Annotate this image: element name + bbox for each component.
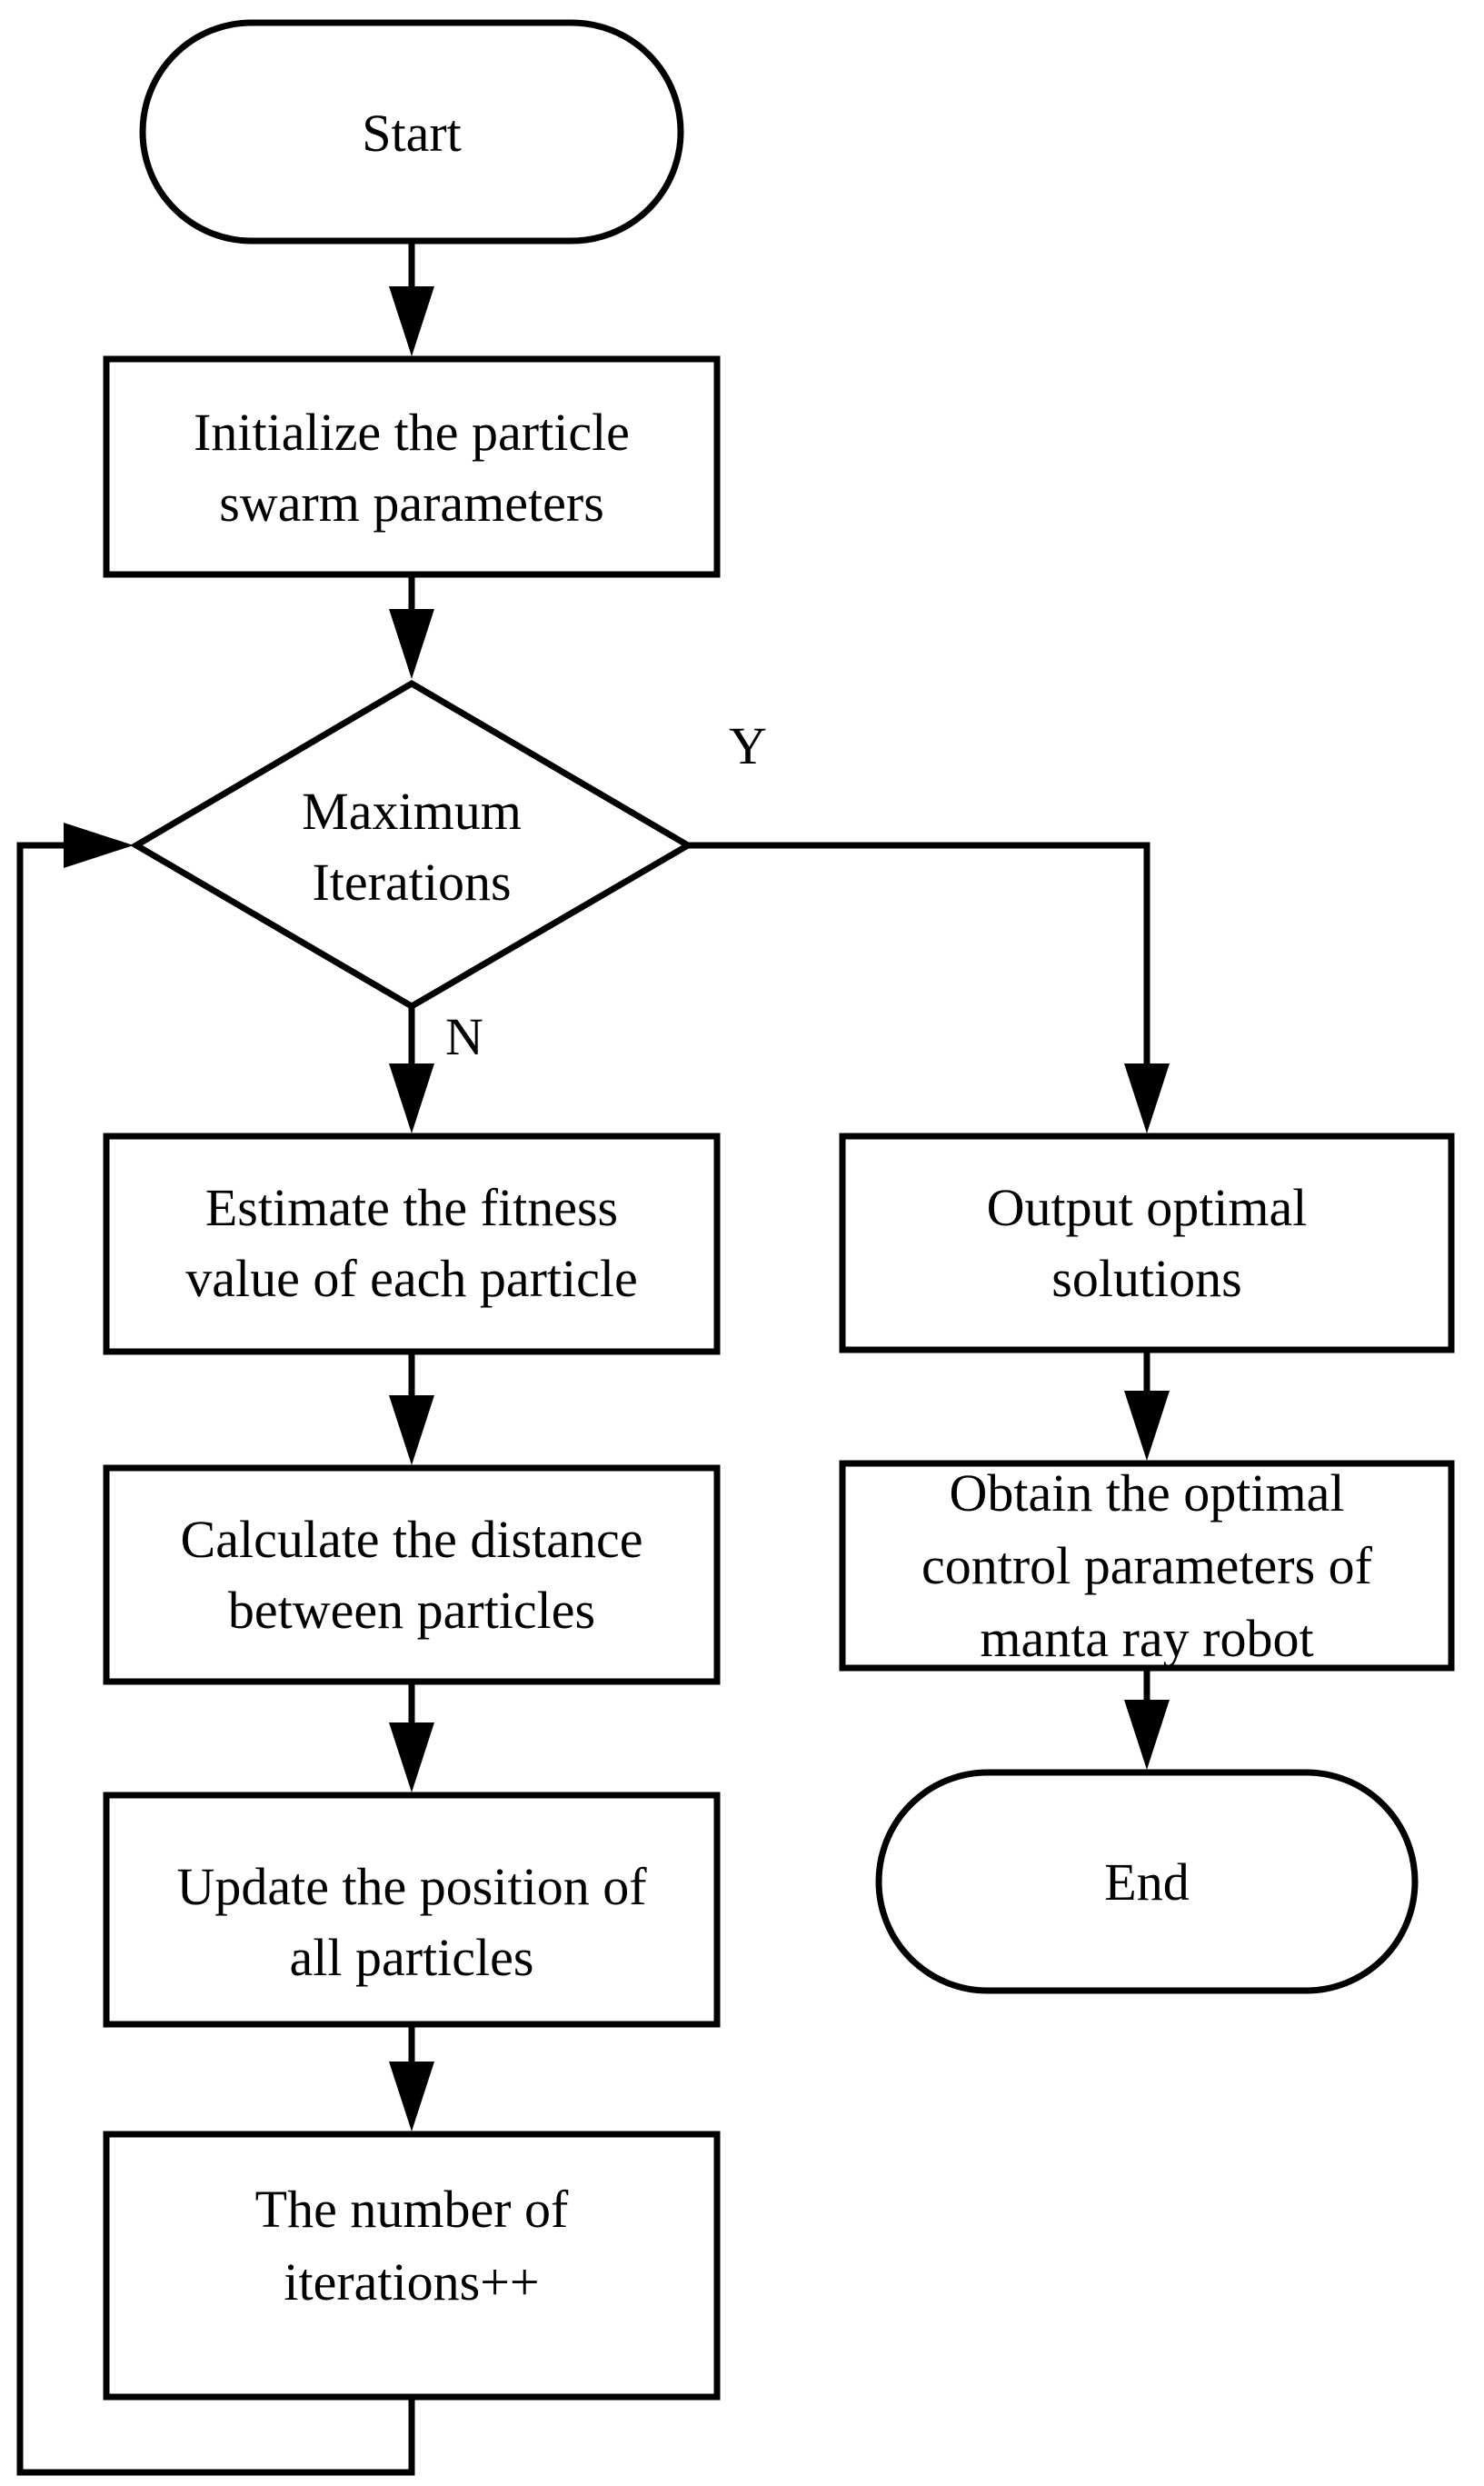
decision-diamond — [130, 679, 694, 1011]
output-label-line-2: solutions — [1051, 1249, 1242, 1308]
increment-box — [103, 2131, 721, 2401]
arrowhead-decision-top — [389, 609, 434, 679]
output-box — [839, 1133, 1455, 1353]
start-label: Start — [362, 104, 462, 163]
edge-label-y: Y — [729, 716, 767, 775]
obtain-label-line-3: manta ray robot — [980, 1609, 1313, 1668]
arrowhead-decision-left — [64, 823, 134, 868]
arrowhead-calculate — [389, 1395, 434, 1465]
obtain-box — [839, 1460, 1455, 1672]
arrowhead-output — [1124, 1063, 1170, 1133]
arrowhead-estimate — [389, 1063, 434, 1133]
edge-decision-output — [688, 842, 1150, 1091]
estimate-label-line-2: value of each particle — [185, 1249, 638, 1308]
decision-label-line-2: Iterations — [312, 853, 511, 912]
calculate-box — [103, 1464, 721, 1685]
increment-label-line-2: iterations++ — [284, 2252, 539, 2311]
end-label: End — [1104, 1852, 1189, 1912]
init-box — [103, 355, 721, 578]
init-label-line-1: Initialize the particle — [194, 403, 630, 462]
update-box — [103, 1792, 721, 2028]
init-label-line-2: swarm parameters — [219, 474, 604, 533]
output-label-line-1: Output optimal — [987, 1178, 1308, 1237]
arrowhead-update — [389, 1722, 434, 1792]
end-terminal — [875, 1769, 1419, 1994]
estimate-label-line-1: Estimate the fitness — [205, 1178, 618, 1237]
calculate-label-line-2: between particles — [228, 1581, 595, 1640]
arrowhead-init — [389, 286, 434, 356]
arrowhead-end — [1124, 1700, 1170, 1770]
decision-label-line-1: Maximum — [302, 782, 522, 841]
increment-label-line-1: The number of — [255, 2180, 569, 2239]
obtain-label-line-2: control parameters of — [921, 1536, 1373, 1595]
edge-increment-decision — [16, 842, 415, 2476]
calculate-label-line-1: Calculate the distance — [181, 1510, 643, 1569]
edge-label-n: N — [445, 1007, 483, 1066]
arrowhead-obtain — [1124, 1391, 1170, 1461]
arrowhead-increment — [389, 2062, 434, 2132]
obtain-label-line-1: Obtain the optimal — [950, 1463, 1345, 1523]
update-label-line-1: Update the position of — [176, 1857, 647, 1916]
estimate-box — [103, 1133, 721, 1355]
update-label-line-2: all particles — [290, 1928, 534, 1987]
start-terminal — [139, 19, 684, 245]
